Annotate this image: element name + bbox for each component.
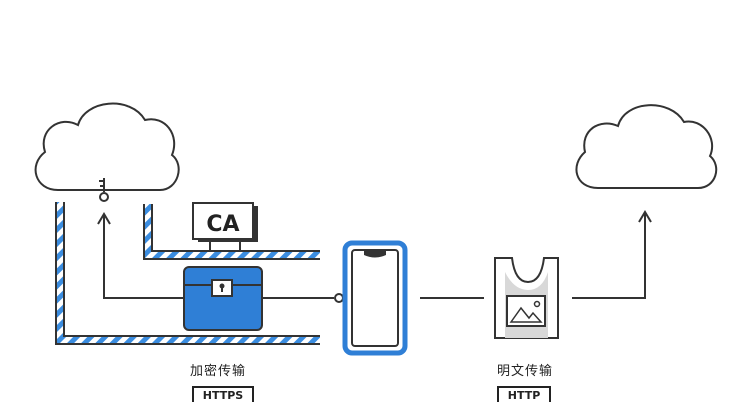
inner-encrypted-pipe xyxy=(143,204,320,260)
arrow-to-right-cloud xyxy=(572,210,652,299)
locked-chest-icon xyxy=(183,266,263,331)
https-badge: HTTPS xyxy=(192,386,254,402)
arrow-to-left-cloud xyxy=(97,212,183,299)
ca-box: CA xyxy=(192,202,258,250)
left-cloud-icon xyxy=(34,102,180,191)
outer-encrypted-pipe xyxy=(55,202,320,345)
ca-label: CA xyxy=(206,212,239,237)
smartphone-icon xyxy=(342,240,408,356)
open-bag-icon xyxy=(494,257,559,339)
plaintext-transfer-label: 明文传输 xyxy=(497,364,554,379)
http-badge: HTTP xyxy=(497,386,551,402)
right-cloud-icon xyxy=(575,104,718,189)
encrypted-transfer-label: 加密传输 xyxy=(190,364,247,379)
key-left-icon xyxy=(99,178,109,202)
